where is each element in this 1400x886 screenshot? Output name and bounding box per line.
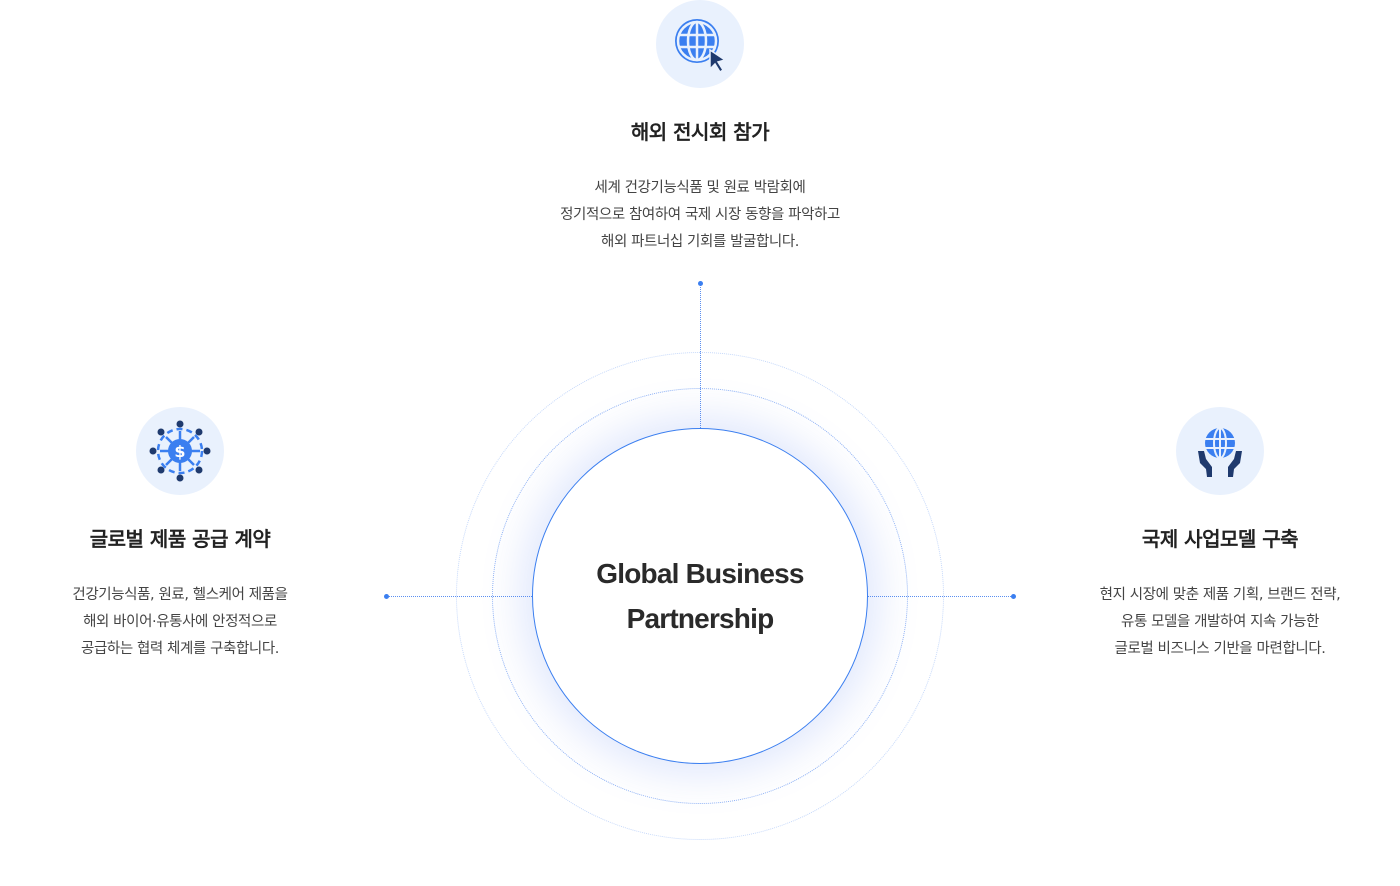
- card-title: 해외 전시회 참가: [630, 120, 770, 144]
- svg-text:$: $: [174, 442, 185, 461]
- desc-line: 공급하는 협력 체계를 구축합니다.: [81, 641, 279, 657]
- desc-line: 유통 모델을 개발하여 지속 가능한: [1121, 614, 1319, 630]
- card-desc: 세계 건강기능식품 및 원료 박람회에 정기적으로 참여하여 국제 시장 동향을…: [520, 175, 880, 256]
- card-desc: 건강기능식품, 원료, 헬스케어 제품을 해외 바이어·유통사에 안정적으로 공…: [0, 582, 360, 663]
- connector-right: [868, 596, 1013, 597]
- connector-dot-left: [384, 594, 389, 599]
- desc-line: 글로벌 비즈니스 기반을 마련합니다.: [1114, 641, 1326, 657]
- connector-dot-top: [698, 281, 703, 286]
- globe-cursor-icon: [656, 0, 744, 88]
- desc-line: 해외 파트너십 기회를 발굴합니다.: [601, 234, 799, 250]
- center-title-line1: Global Business: [596, 558, 804, 589]
- desc-line: 해외 바이어·유통사에 안정적으로: [83, 614, 277, 630]
- connector-left: [387, 596, 532, 597]
- dollar-network-icon: $: [136, 407, 224, 495]
- desc-line: 건강기능식품, 원료, 헬스케어 제품을: [72, 587, 288, 603]
- desc-line: 정기적으로 참여하여 국제 시장 동향을 파악하고: [560, 207, 840, 223]
- card-desc: 현지 시장에 맞춘 제품 기획, 브랜드 전략, 유통 모델을 개발하여 지속 …: [1040, 582, 1400, 663]
- card-business-model: 국제 사업모델 구축 현지 시장에 맞춘 제품 기획, 브랜드 전략, 유통 모…: [1040, 523, 1400, 663]
- card-title: 글로벌 제품 공급 계약: [89, 527, 271, 551]
- card-title: 국제 사업모델 구축: [1141, 527, 1299, 551]
- hands-globe-icon: [1176, 407, 1264, 495]
- card-exhibition: 해외 전시회 참가 세계 건강기능식품 및 원료 박람회에 정기적으로 참여하여…: [520, 116, 880, 256]
- center-title-line2: Partnership: [626, 603, 775, 634]
- desc-line: 세계 건강기능식품 및 원료 박람회에: [594, 180, 806, 196]
- card-supply-contract: 글로벌 제품 공급 계약 건강기능식품, 원료, 헬스케어 제품을 해외 바이어…: [0, 523, 360, 663]
- connector-top: [700, 283, 701, 428]
- connector-dot-right: [1011, 594, 1016, 599]
- desc-line: 현지 시장에 맞춘 제품 기획, 브랜드 전략,: [1099, 587, 1341, 603]
- center-circle: Global Business Partnership: [532, 428, 868, 764]
